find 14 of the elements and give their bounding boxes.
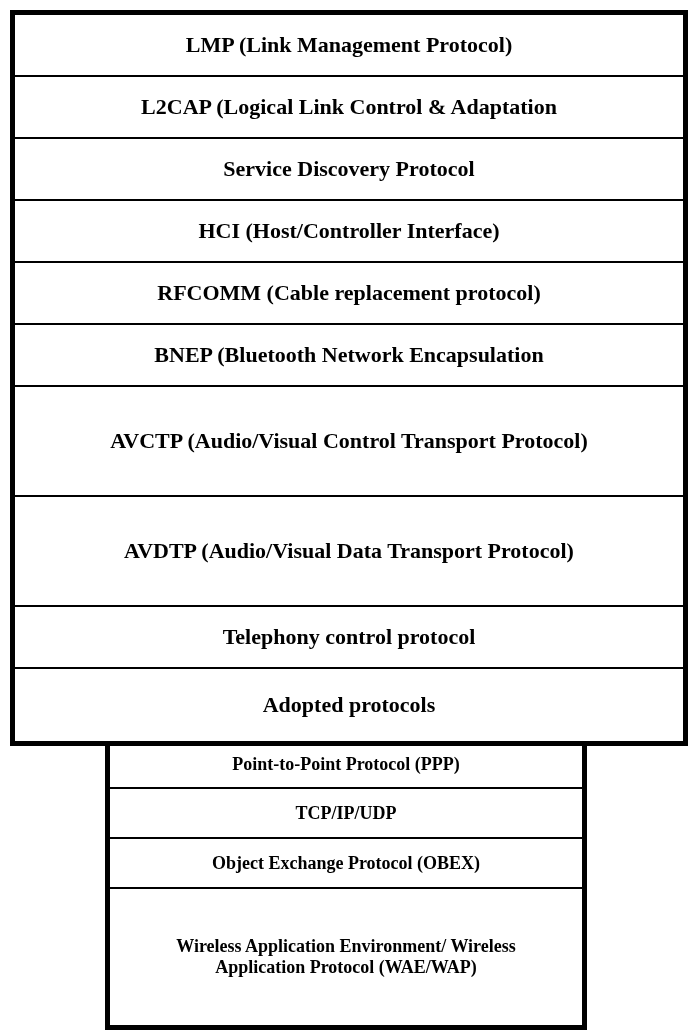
layer-name: HCI (Host/Controller Interface) (198, 218, 500, 244)
layer-name: LMP (Link Management Protocol) (185, 32, 513, 58)
layer-name: RFCOMM (Cable replacement protocol) (157, 280, 541, 306)
layer-name: Wireless Application Environment/ Wireless Application Protocol (WAE/WAP) (175, 936, 517, 978)
layer-name: Object Exchange Protocol (OBEX) (211, 852, 481, 874)
layer-name: L2CAP (Logical Link Control & Adaptation (141, 94, 557, 120)
layer-name: TCP/IP/UDP (295, 802, 397, 824)
layer-name: Telephony control protocol (222, 624, 476, 650)
layer-name: Service Discovery Protocol (223, 156, 475, 182)
layer-name: AVCTP (Audio/Visual Control Transport Protocol) (110, 428, 588, 454)
layer-name: AVDTP (Audio/Visual Data Transport Protocol) (124, 538, 574, 564)
layer-name: Adopted protocols (262, 692, 436, 718)
layer-name: Point-to-Point Protocol (PPP) (232, 753, 460, 775)
layer-name: BNEP (Bluetooth Network Encapsulation (154, 342, 544, 368)
